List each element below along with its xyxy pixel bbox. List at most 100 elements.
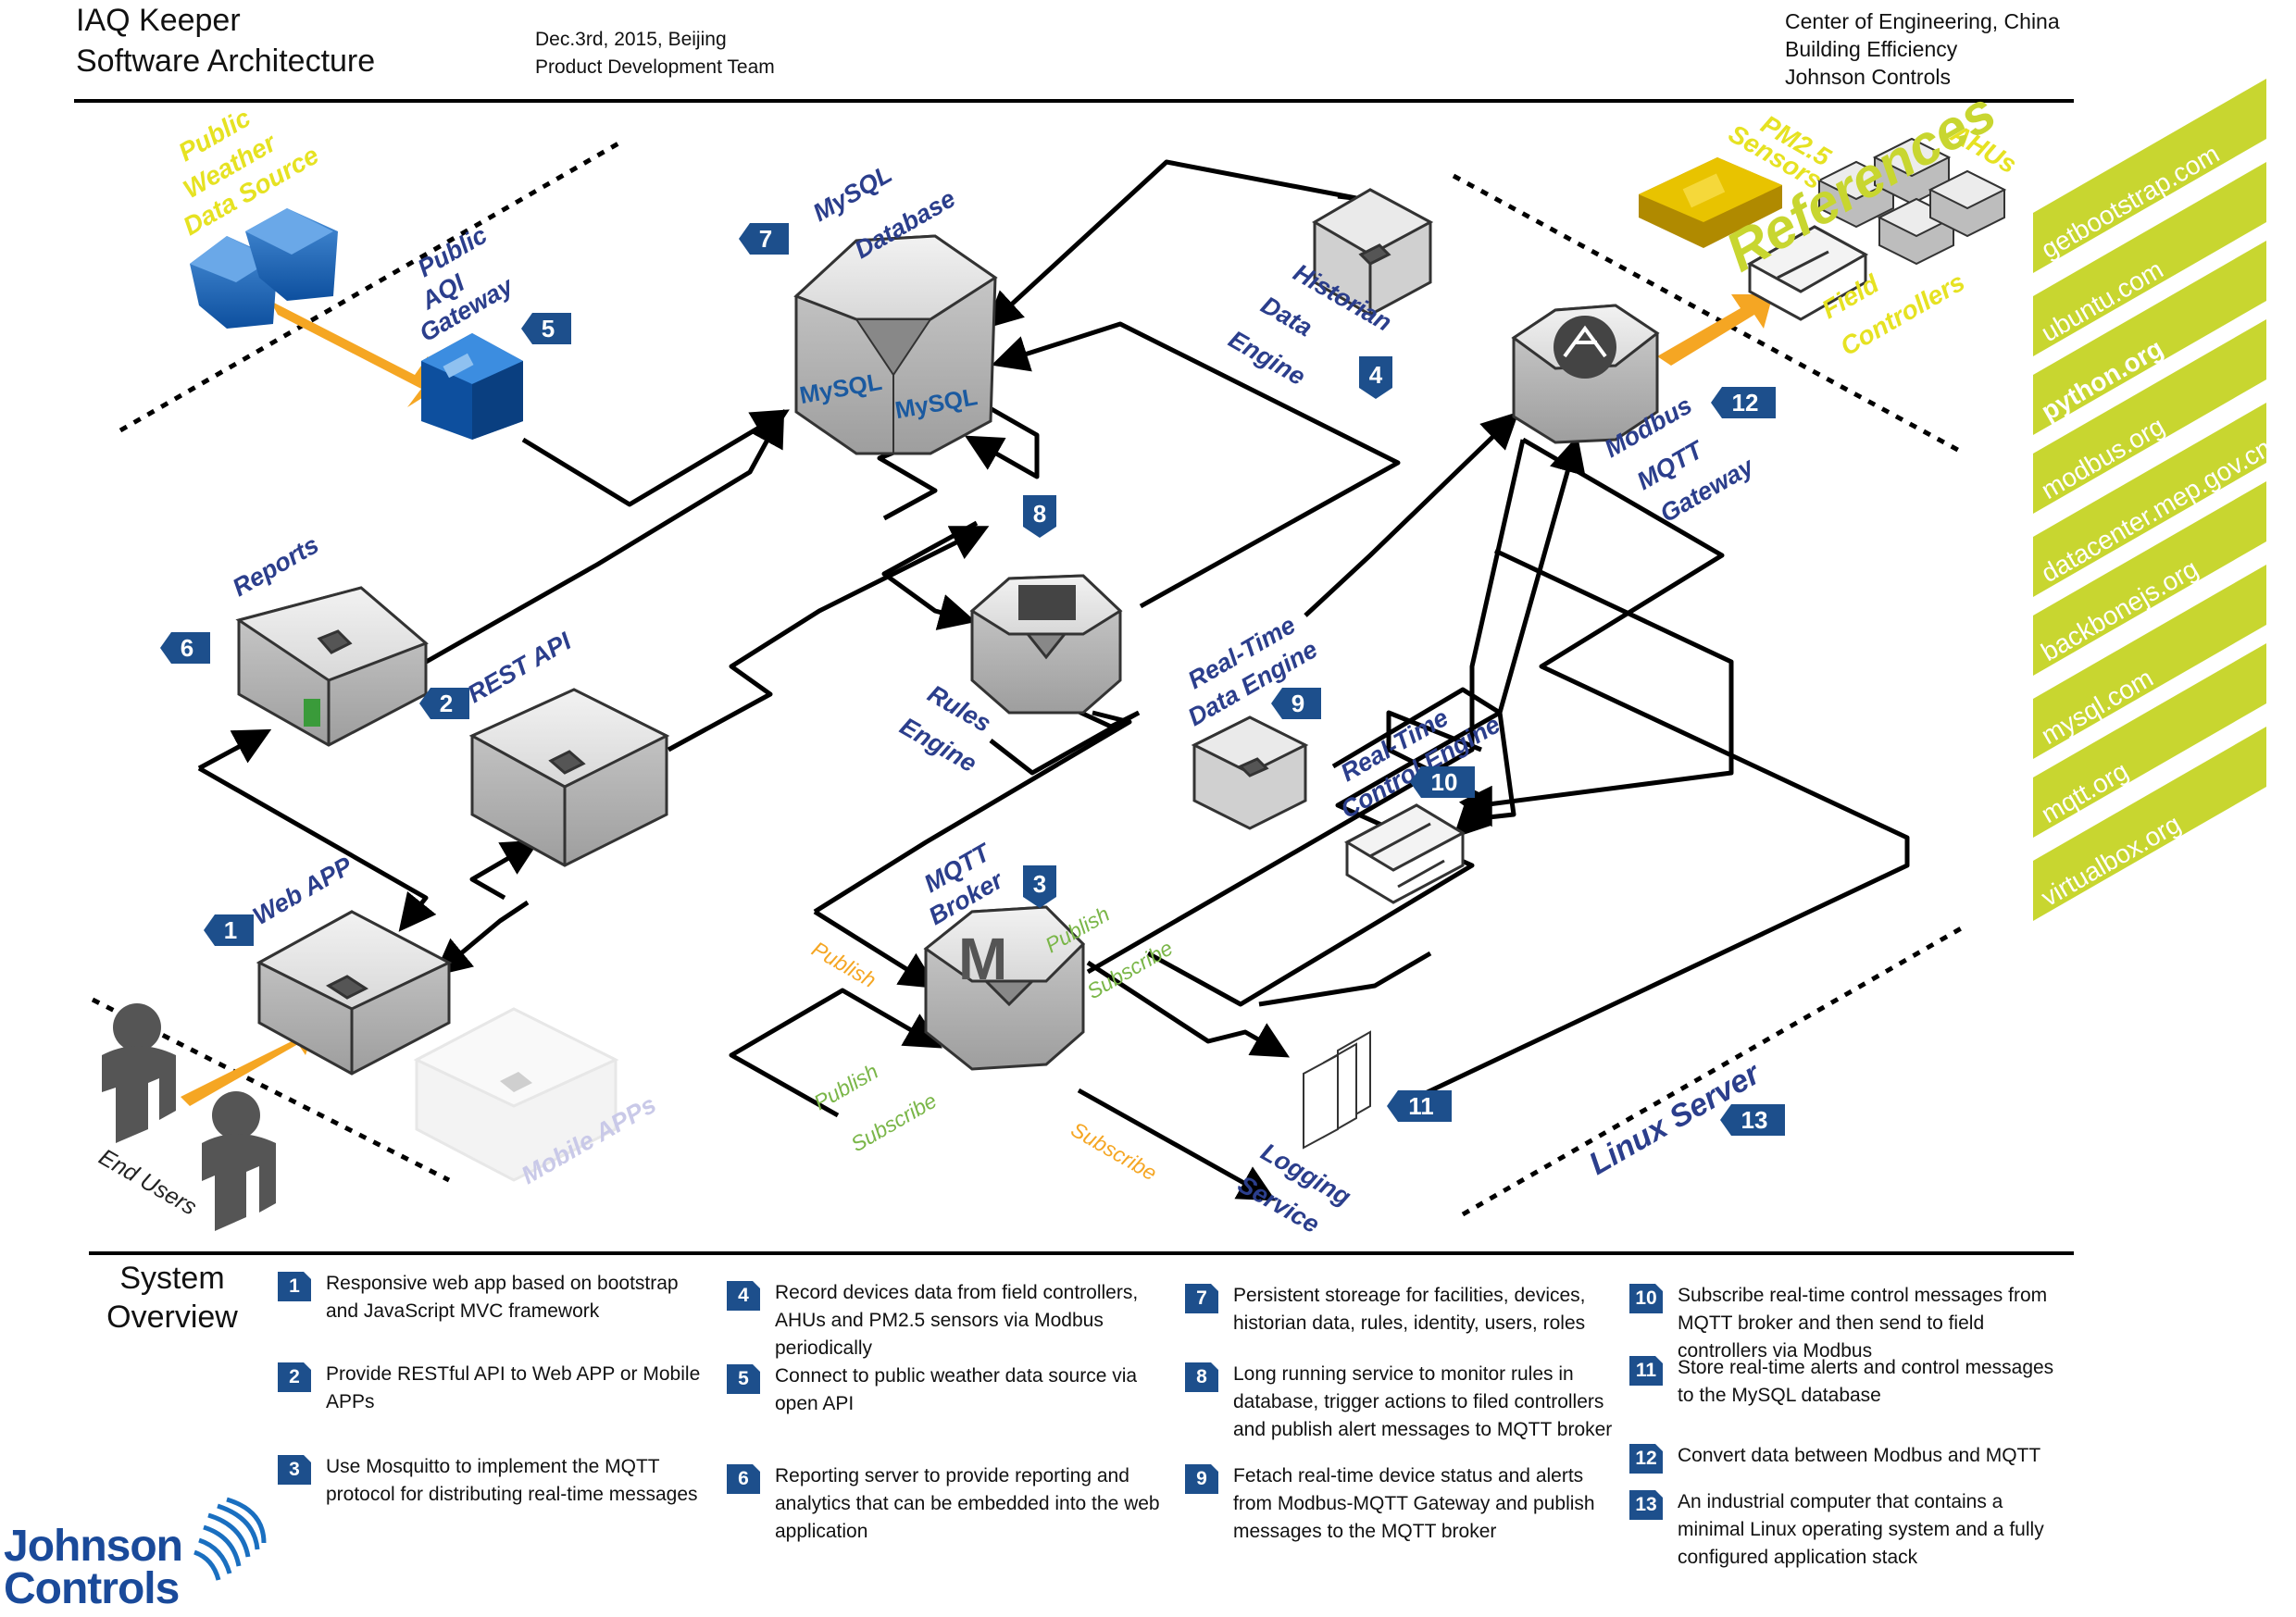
overview-item-number: 3: [289, 1459, 300, 1480]
overview-item-badge: 3: [278, 1455, 315, 1485]
overview-item-badge: 11: [1629, 1356, 1666, 1386]
badge-8: 8: [1023, 495, 1056, 538]
overview-item-text: Subscribe real-time control messages fro…: [1678, 1285, 2048, 1362]
overview-item-text: Provide RESTful API to Web APP or Mobile…: [326, 1363, 701, 1412]
badge-number: 12: [1732, 389, 1759, 417]
field-controller-shape: [1746, 225, 1869, 321]
overview-item-badge: 10: [1629, 1284, 1666, 1313]
reference-link-bar: [2033, 481, 2266, 676]
reference-links: getbootstrap.comubuntu.compython.orgmodb…: [2033, 79, 2277, 921]
overview-item-number: 6: [738, 1468, 749, 1489]
badge-12: 12: [1711, 387, 1776, 418]
logging-docs-shape: [1303, 1030, 1371, 1150]
badge-number: 8: [1033, 500, 1046, 528]
reports-shape: [235, 586, 429, 747]
overview-item-number: 12: [1635, 1448, 1657, 1469]
public-weather-boxes: [190, 208, 338, 329]
org-line-2: Building Efficiency: [1785, 37, 1958, 61]
org-line-1: Center of Engineering, China: [1785, 9, 2060, 33]
badge-number: 3: [1033, 870, 1046, 898]
overview-item-text: Record devices data from field controlle…: [775, 1282, 1139, 1359]
badge-2: 2: [419, 688, 469, 719]
badge-number: 11: [1408, 1092, 1434, 1120]
modbus-gateway-shape: [1511, 304, 1660, 444]
overview-item-text: Connect to public weather data source vi…: [775, 1365, 1138, 1414]
system-overview-title: System Overview: [89, 1259, 256, 1337]
logo-swirl-icon: [193, 1497, 267, 1581]
badge-4: 4: [1359, 356, 1392, 399]
overview-item-number: 8: [1196, 1366, 1207, 1387]
overview-item-badge: 9: [1185, 1464, 1222, 1494]
badge-number: 7: [759, 225, 772, 253]
overview-item-number: 7: [1196, 1287, 1207, 1309]
date-line: Dec.3rd, 2015, Beijing: [535, 29, 727, 50]
web-app-shape: [256, 910, 453, 1076]
label-reports: Reports: [228, 530, 323, 602]
label-historian-2: Data: [1256, 291, 1317, 342]
badge-number: 5: [542, 315, 555, 342]
rest-api-shape: [468, 688, 670, 867]
overview-item-badge: 2: [278, 1362, 315, 1392]
reference-link-bar: [2033, 319, 2266, 514]
badge-number: 10: [1431, 768, 1458, 796]
overview-item-badge: 1: [278, 1272, 315, 1301]
rt-control-shape: [1343, 803, 1466, 904]
label-end-users: End Users: [94, 1144, 201, 1221]
badge-number: 6: [181, 634, 193, 662]
badge-1: 1: [204, 914, 254, 946]
ahus-shape: [1816, 137, 2007, 266]
logo-line-1: Johnson: [4, 1522, 183, 1571]
rt-data-cube: [1191, 715, 1309, 830]
overview-item-badge: 12: [1629, 1444, 1666, 1474]
historian-cube: [1312, 188, 1434, 317]
overview-item-number: 13: [1635, 1494, 1657, 1515]
company-logo: Johnson Controls: [4, 1522, 183, 1613]
mobile-apps-shape: [413, 1007, 619, 1182]
overview-item-text: Use Mosquitto to implement the MQTT prot…: [326, 1456, 698, 1505]
overview-item-number: 5: [738, 1368, 749, 1389]
rules-engine-shape: [969, 574, 1123, 715]
badge-13: 13: [1720, 1104, 1785, 1136]
badge-3: 3: [1023, 865, 1056, 908]
badge-7: 7: [739, 223, 789, 255]
overview-item-text: Fetach real-time device status and alert…: [1233, 1465, 1595, 1542]
overview-item-badge: 4: [727, 1281, 764, 1311]
reference-link-bar: [2033, 727, 2266, 921]
pm25-sensor-shape: [1639, 157, 1782, 248]
title-line-1: IAQ Keeper: [76, 3, 241, 38]
badge-9: 9: [1271, 688, 1321, 719]
overview-item-badge: 5: [727, 1364, 764, 1394]
badge-number: 1: [224, 916, 237, 944]
header-meta: Dec.3rd, 2015, Beijing Product Developme…: [535, 26, 775, 81]
mqtt-broker-shape: M: [923, 905, 1086, 1071]
overview-item-badge: 7: [1185, 1284, 1222, 1313]
overview-item-number: 4: [738, 1285, 749, 1306]
badge-number: 9: [1292, 690, 1304, 717]
title-line-2: Software Architecture: [76, 44, 376, 79]
overview-item-text: Responsive web app based on bootstrap an…: [326, 1273, 679, 1322]
badge-number: 13: [1741, 1106, 1768, 1134]
team-line: Product Development Team: [535, 56, 775, 78]
badge-5: 5: [521, 313, 571, 344]
overview-item-number: 9: [1196, 1468, 1207, 1489]
overview-item-text: Persistent storeage for facilities, devi…: [1233, 1285, 1586, 1334]
overview-item-number: 10: [1635, 1287, 1657, 1309]
reference-link-bar: [2033, 565, 2266, 759]
badge-number: 2: [440, 690, 453, 717]
reference-link-bar: [2033, 241, 2266, 435]
end-users-figures: [102, 1003, 276, 1231]
diagram-title: IAQ Keeper Software Architecture: [76, 0, 375, 81]
mysql-db-shape: MySQL MySQL: [793, 234, 998, 455]
reference-link-bar: [2033, 403, 2266, 597]
overview-title-1: System: [119, 1261, 225, 1296]
overview-item-number: 1: [289, 1275, 300, 1297]
badge-11: 11: [1387, 1090, 1452, 1122]
flow-subscribe-web: Subscribe: [847, 1088, 942, 1157]
overview-item-text: Long running service to monitor rules in…: [1233, 1363, 1613, 1440]
badge-6: 6: [160, 632, 210, 664]
logo-line-2: Controls: [4, 1564, 180, 1613]
references-panel: References getbootstrap.comubuntu.compyt…: [1716, 79, 2277, 921]
org-line-3: Johnson Controls: [1785, 65, 1951, 89]
